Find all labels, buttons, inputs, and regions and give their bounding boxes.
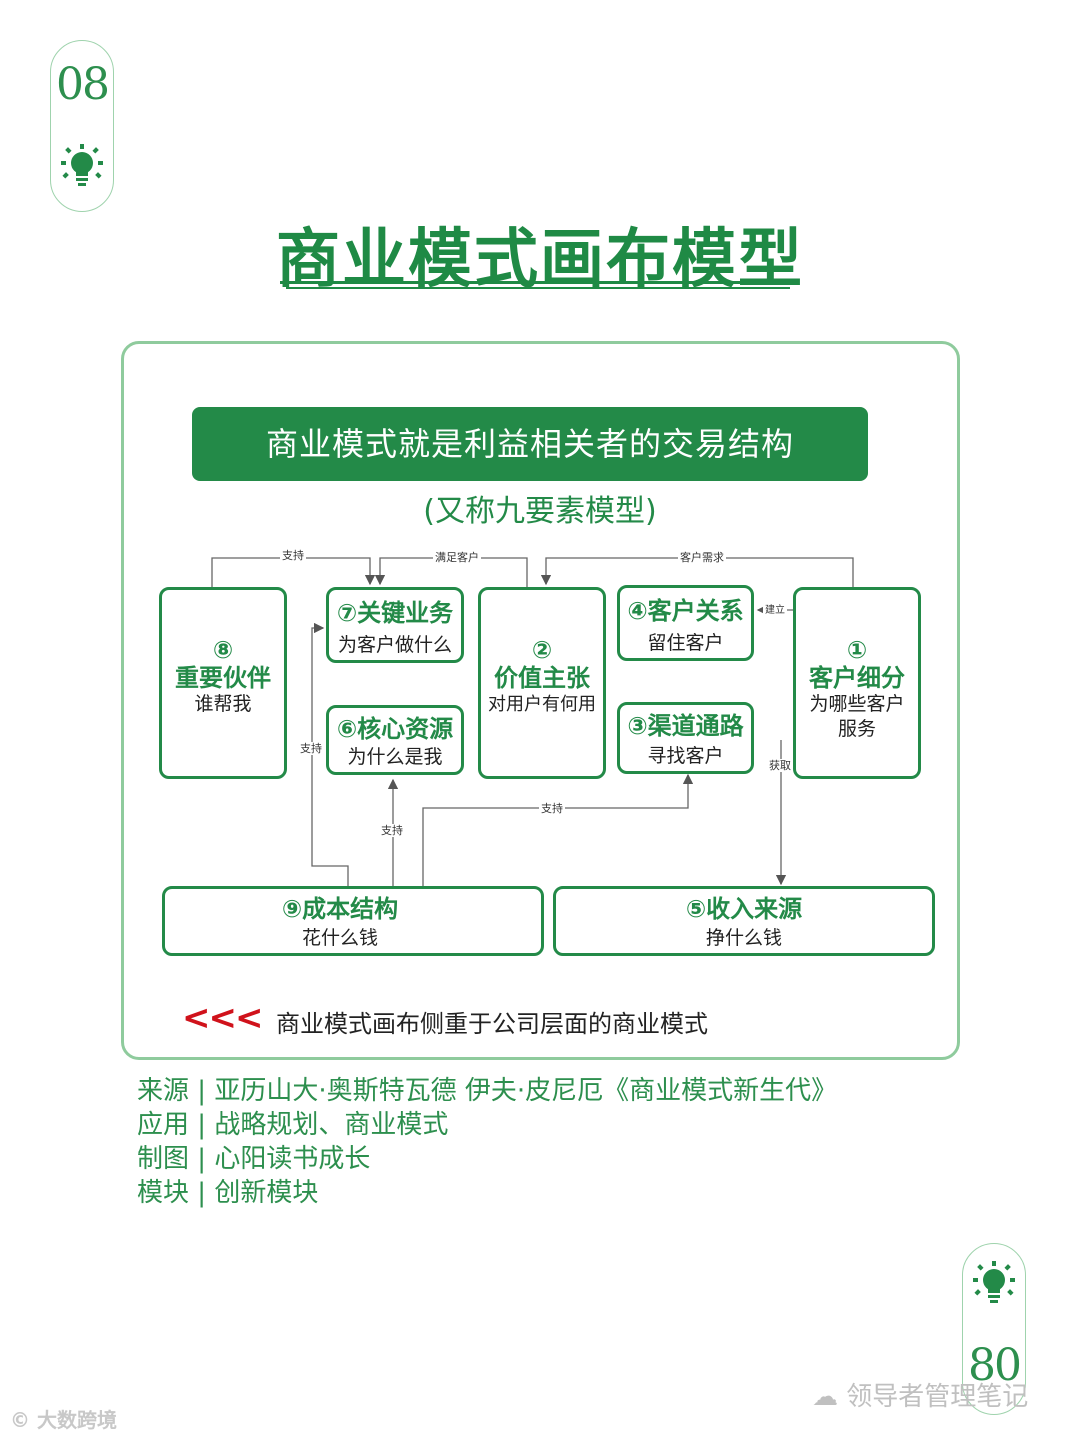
meta-module: 模块 | 创新模块 [137,1178,319,1208]
block-customer-relationships: ④客户关系 留住客户 [617,585,754,661]
block-title: 价值主张 [494,664,590,692]
arrow-label-support-left: 支持 [298,742,324,755]
meta-label: 制图 [137,1144,190,1174]
block-customer-segments: ① 客户细分 为哪些客户 服务 [793,587,921,779]
arrow-label-acquire: 获取 [767,759,793,772]
block-key-activities: ⑦关键业务 为客户做什么 [326,587,464,663]
page-number-top: 08 [56,59,110,110]
block-title: 客户细分 [809,664,905,692]
block-desc: 谁帮我 [194,693,252,715]
block-channels: ③渠道通路 寻找客户 [617,702,754,774]
meta-source: 来源 | 亚历山大·奥斯特瓦德 伊夫·皮尼厄《商业模式新生代》 [137,1076,838,1106]
block-title: 重要伙伴 [175,664,271,692]
page-number-bottom: 80 [968,1340,1022,1391]
title-underline [280,281,796,284]
block-key-partners: ⑧ 重要伙伴 谁帮我 [159,587,287,779]
block-value-proposition: ② 价值主张 对用户有何用 [478,587,606,779]
block-title: ④客户关系 [627,597,744,625]
block-desc: 花什么钱 [301,927,378,949]
meta-value: 战略规划、商业模式 [214,1110,449,1140]
meta-author: 制图 | 心阳读书成长 [137,1144,371,1174]
page-badge-bottom: 80 [962,1243,1026,1415]
arrow-label-support-mid: 支持 [539,802,565,815]
watermark-logo-icon: © [10,1408,30,1432]
watermark-right-text: 领导者管理笔记 [846,1382,1029,1412]
block-desc: 为什么是我 [347,746,443,768]
watermark-left: © 大数跨境 [10,1404,117,1433]
arrow-label-customer-need: 客户需求 [678,551,726,564]
arrow-label-meet-customer: 满足客户 [433,551,481,564]
banner: 商业模式就是利益相关者的交易结构 [192,407,868,481]
meta-value: 亚历山大·奥斯特瓦德 伊夫·皮尼厄《商业模式新生代》 [214,1076,838,1106]
block-cost-structure: ⑨成本结构 花什么钱 [162,886,544,956]
page-title: 商业模式画布模型 [276,223,804,297]
footer-note: 商业模式画布侧重于公司层面的商业模式 [276,1010,708,1038]
block-number: ⑧ [212,636,234,664]
watermark-right: ☁ 领导者管理笔记 [812,1376,1028,1413]
title-underline-thin [286,287,790,289]
meta-label: 来源 [137,1076,190,1106]
block-desc: 为哪些客户 [809,693,905,715]
block-number: ② [531,636,553,664]
lightbulb-icon [61,144,103,186]
block-key-resources: ⑥核心资源 为什么是我 [326,705,464,775]
block-desc: 对用户有何用 [488,694,596,715]
meta-label: 应用 [137,1110,190,1140]
block-title: ⑤收入来源 [685,895,803,923]
block-title: ⑨成本结构 [281,895,399,923]
page-badge-top: 08 [50,40,114,212]
meta-value: 创新模块 [214,1178,319,1208]
block-desc: 寻找客户 [647,745,724,767]
footer-arrows: <<< [182,998,263,1038]
block-title: ⑥核心资源 [336,715,454,743]
subtitle: (又称九要素模型) [423,494,657,529]
block-number: ① [846,636,868,664]
block-title: ③渠道通路 [627,712,744,740]
meta-value: 心阳读书成长 [214,1144,371,1174]
arrow-label-support-bottom: 支持 [379,824,405,837]
wechat-icon: ☁ [812,1382,838,1412]
watermark-left-text: 大数跨境 [36,1408,117,1432]
arrow-label-support-top: 支持 [280,549,306,562]
block-revenue-streams: ⑤收入来源 挣什么钱 [553,886,935,956]
block-desc: 为客户做什么 [337,634,452,656]
lightbulb-icon [973,1261,1015,1303]
meta-application: 应用 | 战略规划、商业模式 [137,1110,449,1140]
block-desc: 留住客户 [647,632,724,654]
arrow-label-establish: 建立 [763,604,787,617]
block-title: ⑦关键业务 [336,599,454,627]
block-desc-line2: 服务 [837,718,876,740]
block-desc: 挣什么钱 [705,927,782,949]
meta-label: 模块 [137,1178,190,1208]
